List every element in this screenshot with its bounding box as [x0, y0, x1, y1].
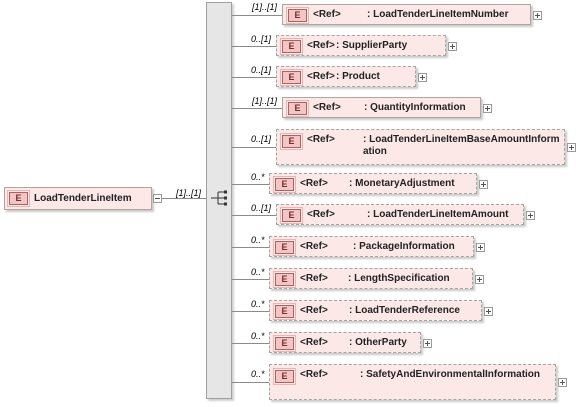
child-element-name: : LoadTenderLineItemNumber [367, 9, 509, 20]
ref-label: <Ref> [307, 134, 335, 145]
child-cardinality: 0..* [251, 299, 265, 309]
element-badge-icon: E [280, 38, 303, 55]
sequence-compositor[interactable] [206, 2, 232, 399]
child-element-box[interactable]: E <Ref> : SafetyAndEnvironmentalInformatio… [269, 364, 556, 400]
child-connector [232, 215, 276, 216]
child-element-box[interactable]: E <Ref> : OtherParty [269, 332, 421, 353]
child-cardinality: 0..* [251, 172, 265, 182]
ref-label: <Ref> [300, 337, 328, 348]
child-element-box[interactable]: E <Ref> : PackageInformation [269, 236, 474, 257]
element-badge-icon: E [280, 133, 303, 150]
element-badge-icon: E [280, 207, 303, 224]
element-badge-icon: E [273, 176, 296, 193]
ref-label: <Ref> [307, 40, 335, 51]
child-connector [232, 343, 269, 344]
child-cardinality: 0..[1] [251, 203, 272, 213]
child-connector [232, 184, 269, 185]
child-element-box[interactable]: E <Ref> : LoadTenderLineItemBaseAmountInfo… [276, 129, 565, 165]
expand-icon[interactable] [526, 211, 535, 220]
ref-label: <Ref> [300, 178, 328, 189]
ref-label: <Ref> [313, 102, 341, 113]
child-element-name: : PackageInformation [353, 241, 455, 252]
child-cardinality: 0..[1] [251, 134, 272, 144]
element-badge-icon: E [286, 100, 309, 117]
ref-label: <Ref> [307, 209, 335, 220]
child-cardinality: [1]..[1] [252, 2, 278, 12]
child-connector [232, 382, 269, 383]
child-connector [232, 77, 276, 78]
child-cardinality: 0..* [251, 235, 265, 245]
element-badge-icon: E [273, 239, 296, 256]
ref-label: <Ref> [300, 241, 328, 252]
child-element-box[interactable]: E <Ref> : LoadTenderLineItemAmount [276, 204, 524, 225]
child-element-name: : OtherParty [349, 337, 407, 348]
child-element-box[interactable]: E <Ref> : MonetaryAdjustment [269, 173, 477, 194]
root-element-box[interactable]: E LoadTenderLineItem [4, 187, 152, 210]
expand-icon[interactable] [418, 73, 427, 82]
element-badge-icon: E [273, 368, 296, 385]
expand-icon[interactable] [479, 180, 488, 189]
expand-icon[interactable] [484, 307, 493, 316]
expand-icon[interactable] [423, 339, 432, 348]
child-element-box[interactable]: E <Ref> : LoadTenderLineItemNumber [282, 4, 531, 25]
child-connector [232, 311, 269, 312]
ref-label: <Ref> [300, 305, 328, 316]
expand-icon[interactable] [475, 275, 484, 284]
child-element-box[interactable]: E <Ref>: SupplierParty [276, 35, 446, 56]
child-connector [232, 147, 276, 148]
element-badge-icon: E [286, 7, 309, 24]
root-connector [162, 198, 206, 199]
element-badge-icon: E [273, 271, 296, 288]
child-element-box[interactable]: E <Ref> : LoadTenderReference [269, 300, 482, 321]
child-cardinality: 0..[1] [251, 34, 272, 44]
root-element-name: LoadTenderLineItem [34, 193, 132, 204]
expand-icon[interactable] [483, 104, 492, 113]
root-cardinality: [1]..[1] [176, 188, 202, 198]
child-element-name: : SafetyAndEnvironmentalInformation [360, 369, 541, 380]
collapse-icon[interactable] [153, 194, 162, 203]
child-connector [232, 108, 282, 109]
sequence-icon [211, 190, 227, 206]
expand-icon[interactable] [533, 11, 542, 20]
ref-label: <Ref> [300, 273, 328, 284]
child-element-name: : LoadTenderReference [349, 305, 460, 316]
element-badge-icon: E [273, 303, 296, 320]
ref-label: <Ref> [313, 9, 341, 20]
child-element-box[interactable]: E <Ref> : QuantityInformation [282, 97, 481, 118]
child-element-name: : LoadTenderLineItemBaseAmountInformatio… [363, 134, 560, 157]
expand-icon[interactable] [567, 143, 576, 152]
child-cardinality: 0..[1] [251, 65, 272, 75]
child-connector [232, 46, 276, 47]
child-cardinality: 0..* [251, 267, 265, 277]
child-element-name: : LengthSpecification [348, 273, 450, 284]
child-connector [232, 15, 282, 16]
child-element-box[interactable]: E <Ref> : LengthSpecification [269, 268, 473, 289]
expand-icon[interactable] [558, 378, 567, 387]
child-element-name: : Product [336, 71, 380, 82]
child-connector [232, 279, 269, 280]
child-cardinality: 0..* [251, 369, 265, 379]
element-badge-icon: E [7, 190, 30, 207]
child-element-name: : SupplierParty [336, 40, 408, 51]
child-element-box[interactable]: E <Ref>: Product [276, 66, 416, 87]
element-badge-icon: E [280, 69, 303, 86]
ref-label: <Ref> [307, 71, 335, 82]
child-element-name: : MonetaryAdjustment [349, 178, 455, 189]
child-cardinality: [1]..[1] [252, 96, 278, 106]
ref-label: <Ref> [300, 369, 328, 380]
child-connector [232, 247, 269, 248]
expand-icon[interactable] [448, 42, 457, 51]
child-element-name: : QuantityInformation [364, 102, 466, 113]
expand-icon[interactable] [476, 243, 485, 252]
child-element-name: : LoadTenderLineItemAmount [367, 209, 509, 220]
child-cardinality: 0..* [251, 331, 265, 341]
element-badge-icon: E [273, 335, 296, 352]
